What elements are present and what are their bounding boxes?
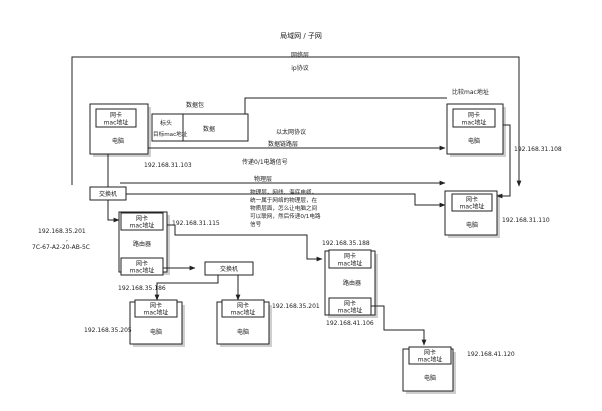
pc-left: 网卡 mac地址 电脑 (89, 103, 151, 157)
router-2-label: 路由器 (343, 279, 361, 287)
packet-data: 数据 (203, 125, 215, 133)
pc-bl-ip: 192.168.35.205 (84, 327, 132, 334)
pc-left-nic-label: 网卡 (110, 111, 122, 119)
pc-left-ip: 192.168.31.103 (144, 162, 192, 169)
pc-right-top-pc-label: 电脑 (468, 137, 480, 145)
router-1-nic-top-label: 网卡 (136, 215, 148, 223)
pc-right-top-nic-label: 网卡 (468, 111, 480, 119)
network-layer-line (71, 56, 522, 187)
pc-left-pc-label: 电脑 (112, 137, 124, 145)
router1-to-router2 (167, 224, 323, 262)
switch1-to-pc-right-mid (126, 193, 446, 208)
ip-protocol-label: ip协议 (291, 64, 308, 72)
pc-right-mid-nic-label: 网卡 (466, 196, 478, 204)
router2-to-pc-br (371, 305, 427, 346)
pc-bottom-mid: 网卡 mac地址 电脑 (216, 299, 272, 347)
router-1-mac-value: 7C-67-A2-20-AB-5C (32, 244, 90, 251)
router-1-comma: , (66, 236, 68, 243)
router-1-mac-top-label: mac地址 (130, 222, 155, 230)
router-1-nic-bottom (120, 257, 164, 276)
page-title: 局域网 / 子网 (280, 31, 322, 40)
pc-right-mid-mac-label: mac地址 (460, 203, 485, 211)
router-2-nic-top (328, 249, 372, 269)
pc-bm-mac-label: mac地址 (231, 309, 256, 317)
compare-mac-line (244, 97, 447, 114)
switch2-to-pc-bl (154, 275, 219, 301)
router-1-ip-left: 192.168.35.201 (38, 228, 86, 235)
pc-left-mac-label: mac地址 (104, 119, 129, 127)
pc-bl-nic-label: 网卡 (150, 302, 162, 310)
switch-1: 交换机 (89, 186, 127, 201)
pc-br-pc-label: 电脑 (424, 374, 436, 382)
pc-bm-nic (221, 299, 265, 318)
physical-note-line-5: 信号 (250, 220, 262, 228)
router-2-ip-bottom: 192.168.41.106 (326, 320, 374, 327)
router-2-mac-bottom-label: mac地址 (338, 307, 363, 315)
pc-bm-pc-label: 电脑 (237, 328, 249, 336)
pc-bl-mac-label: mac地址 (144, 309, 169, 317)
switch1-to-router1 (107, 200, 120, 223)
router-2: 网卡 mac地址 路由器 网卡 mac地址 (324, 249, 378, 318)
packet-title: 数据包 (186, 101, 204, 109)
pc-bl-nic (134, 299, 178, 318)
router-1-mac-bottom-label: mac地址 (130, 267, 155, 275)
network-layer-label: 网络层 (291, 51, 309, 59)
router-2-nic-top-label: 网卡 (344, 252, 356, 260)
packet-target-mac: 目标mac地址 (153, 130, 188, 138)
transmit-label: 传递0/1电路信号 (242, 158, 288, 166)
pc-bottom-right: 网卡 mac地址 电脑 (402, 346, 456, 394)
pc-br-nic (408, 346, 452, 365)
pc-right-mid: 网卡 mac地址 电脑 (444, 190, 500, 238)
pc-right-top-to-mid (496, 124, 511, 199)
pc-left-nic (95, 108, 137, 128)
router-1-ip-top: 192.168.31.115 (172, 220, 220, 227)
physical-note-line-4: 可以联网，然后传递0/1电路 (250, 212, 321, 220)
switch-2: 交换机 (204, 261, 254, 276)
physical-label: 物理层 (254, 175, 272, 183)
router-1-nic-bottom-label: 网卡 (136, 260, 148, 268)
pc-right-top-ip: 192.168.31.108 (514, 146, 562, 153)
physical-note-line-2: 统一属于网络的物理层，在 (250, 196, 318, 204)
pc-right-mid-nic (451, 193, 493, 212)
pc-right-top-mac-label: mac地址 (462, 119, 487, 127)
pc-bm-nic-label: 网卡 (237, 302, 249, 310)
pc-br-nic-label: 网卡 (424, 349, 436, 357)
pc-right-top: 网卡 mac地址 电脑 (446, 103, 506, 157)
pc-br-ip: 192.168.41.120 (467, 351, 515, 358)
pc-right-top-nic (452, 108, 496, 128)
router-1-label: 路由器 (133, 240, 151, 248)
pc-bottom-left: 网卡 mac地址 电脑 (129, 299, 185, 347)
data-packet: 数据包 标头 目标mac地址 数据 (151, 101, 249, 142)
pc-br-mac-label: mac地址 (418, 356, 443, 364)
router-2-ip-top: 192.168.35.188 (322, 240, 370, 247)
packet-header: 标头 (160, 119, 172, 127)
physical-note-line-3: 物质层面，怎么让电脑之间 (250, 204, 318, 212)
compare-mac-label: 比较mac地址 (452, 88, 489, 96)
ethernet-label: 以太网协议 (276, 128, 306, 136)
router-1-nic-top (120, 212, 164, 231)
physical-note-line-1: 物理层，网线、海底电缆， (250, 188, 317, 196)
router-2-mac-top-label: mac地址 (338, 260, 363, 268)
pc-right-mid-ip: 192.168.31.110 (502, 217, 550, 224)
router-2-nic-bottom-label: 网卡 (344, 300, 356, 308)
router-1-ip-bottom: 192.168.35.186 (118, 285, 166, 292)
pc-right-mid-pc-label: 电脑 (466, 221, 478, 229)
pc-bm-ip: 192.168.35.201 (272, 303, 320, 310)
switch-1-label: 交换机 (99, 190, 117, 198)
switch-2-label: 交换机 (220, 265, 238, 273)
datalink-label: 数据链路层 (268, 140, 298, 148)
pc-bl-pc-label: 电脑 (150, 328, 162, 336)
router-1: 网卡 mac地址 路由器 网卡 mac地址 (118, 211, 170, 276)
